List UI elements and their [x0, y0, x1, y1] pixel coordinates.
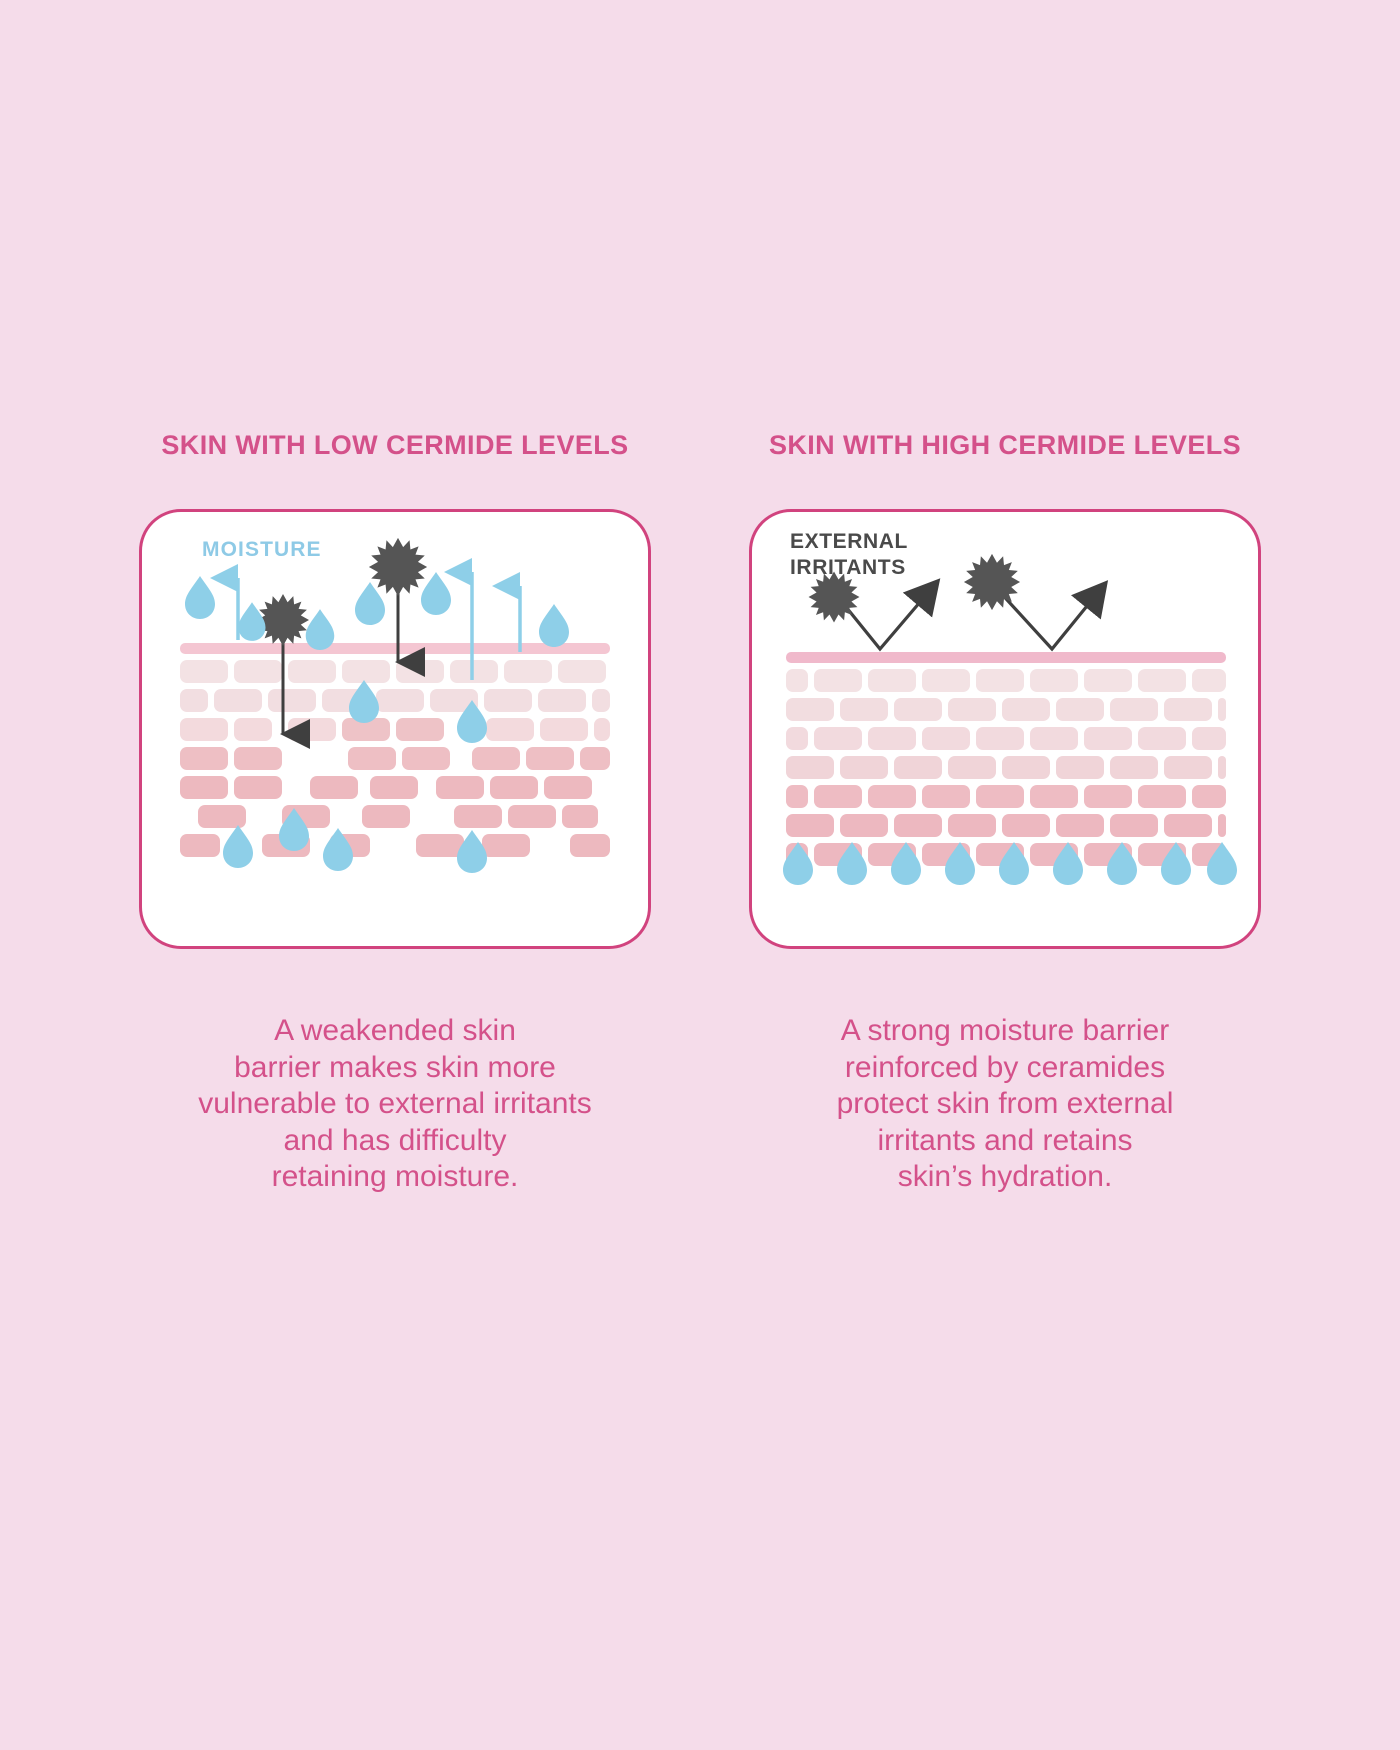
diagram-card-high-ceramide: EXTERNAL IRRITANTS [749, 509, 1261, 949]
caption-line: skin’s hydration. [897, 1160, 1113, 1194]
caption-line: barrier makes skin more [234, 1050, 556, 1084]
column-low-ceramide: SKIN WITH LOW CERMIDE LEVELS MOISTURE [120, 430, 670, 1196]
irritant-particle [963, 553, 1021, 611]
comparison-columns: SKIN WITH LOW CERMIDE LEVELS MOISTURE [120, 430, 1280, 1196]
caption-line: retaining moisture. [271, 1160, 519, 1194]
weakened-barrier-illustration: MOISTURE [180, 537, 610, 873]
irritant-particle [808, 571, 860, 623]
caption-line: A weakended skin [274, 1014, 516, 1047]
column-title-high-ceramide: SKIN WITH HIGH CERMIDE LEVELS [768, 430, 1242, 460]
irritant-particle [257, 594, 309, 646]
caption-line: A strong moisture barrier [840, 1014, 1170, 1047]
brick-wall-damaged [180, 660, 610, 857]
moisture-escape-arrows [210, 558, 522, 680]
caption-low-ceramide: A weakended skin barrier makes skin more… [130, 1013, 660, 1196]
caption-high-ceramide: A strong moisture barrier reinforced by … [740, 1013, 1270, 1196]
caption-line: irritants and retains [877, 1123, 1133, 1157]
external-irritants-label-line2: IRRITANTS [790, 556, 906, 579]
caption-line: reinforced by ceramides [844, 1050, 1166, 1084]
skin-surface-line [786, 652, 1226, 663]
strong-barrier-illustration: EXTERNAL IRRITANTS [783, 530, 1237, 885]
caption-line: and has difficulty [283, 1123, 507, 1157]
water-droplet [783, 842, 1237, 885]
external-irritants-label-line1: EXTERNAL [790, 530, 908, 553]
water-droplet [185, 572, 569, 873]
skin-surface-line [180, 643, 610, 654]
diagram-card-low-ceramide: MOISTURE [139, 509, 651, 949]
column-high-ceramide: SKIN WITH HIGH CERMIDE LEVELS EXTERNAL I… [730, 430, 1280, 1196]
column-title-low-ceramide: SKIN WITH LOW CERMIDE LEVELS [161, 430, 629, 460]
brick-wall-intact [786, 669, 1226, 866]
moisture-label: MOISTURE [202, 538, 322, 561]
irritant-particle [368, 537, 428, 597]
caption-line: protect skin from external [836, 1087, 1174, 1121]
irritant-deflection-arrows [840, 578, 1109, 652]
caption-line: vulnerable to external irritants [198, 1087, 592, 1121]
